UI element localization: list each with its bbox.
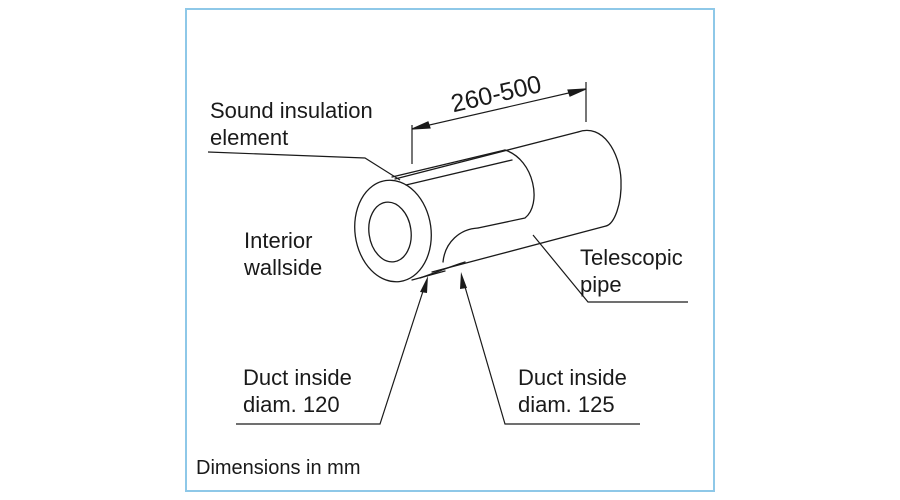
figure-frame <box>185 8 715 492</box>
leader-duct-125 <box>462 279 640 425</box>
label-duct-125-2: diam. 125 <box>518 392 615 417</box>
label-sound-insulation-2: element <box>210 125 288 150</box>
label-duct-120-1: Duct inside <box>243 365 352 390</box>
telescopic-pipe-end-cap <box>577 129 622 227</box>
label-duct-125-1: Duct inside <box>518 365 627 390</box>
label-telescopic-2: pipe <box>580 272 622 297</box>
telescopic-pipe-top-edge <box>394 131 579 180</box>
arrowhead-duct-120 <box>420 276 428 293</box>
label-duct-120-2: diam. 120 <box>243 392 340 417</box>
label-interior-1: Interior <box>244 228 312 253</box>
dimension-arrow-left <box>411 121 431 130</box>
label-telescopic-1: Telescopic <box>580 245 683 270</box>
arrowhead-duct-125 <box>460 272 467 289</box>
front-pipe-bore <box>368 201 412 263</box>
leader-sound-insulation <box>207 151 401 181</box>
insulation-band-top <box>391 149 506 178</box>
leader-telescopic-pipe <box>532 234 688 303</box>
front-pipe-end <box>354 179 432 283</box>
dimension-line <box>411 88 587 130</box>
dimension-value: 260-500 <box>448 70 544 118</box>
label-sound-insulation-1: Sound insulation <box>210 98 373 123</box>
insulation-band-end <box>477 149 535 229</box>
dimension-arrow-right <box>567 88 587 97</box>
label-interior-2: wallside <box>243 255 322 280</box>
front-pipe-lower-edge-2 <box>419 261 466 279</box>
insulation-band-top-inner <box>405 159 513 186</box>
units-note: Dimensions in mm <box>196 457 361 479</box>
telescopic-pipe-bottom-edge <box>431 225 607 273</box>
leader-duct-120 <box>236 284 426 425</box>
insulation-band-bottom <box>442 227 479 263</box>
